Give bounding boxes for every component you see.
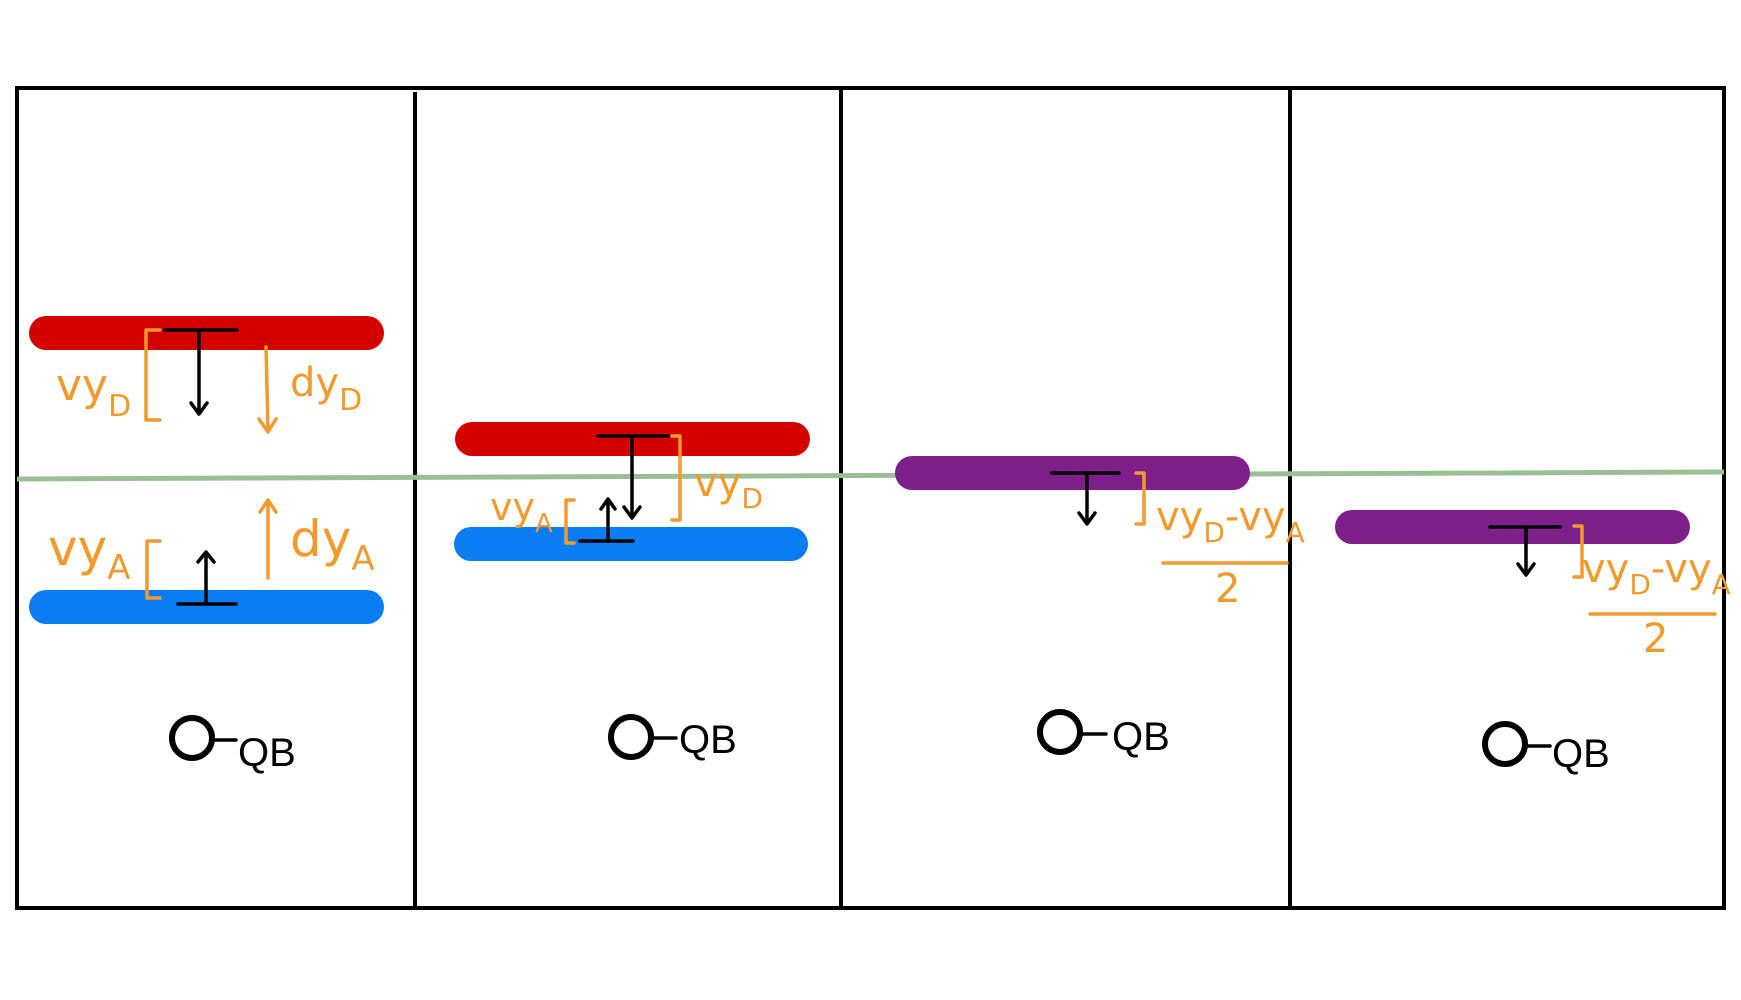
diagram-frame — [15, 86, 1726, 910]
dy-a-arrow — [258, 498, 278, 580]
velocity-arrow — [1488, 525, 1562, 577]
attack-velocity-arrow — [176, 550, 238, 606]
defense-velocity-arrow — [163, 328, 239, 416]
velocity-numerator: vyD-vyA — [1156, 494, 1305, 549]
velocity-bracket — [1572, 524, 1584, 579]
velocity-numerator: vyD-vyA — [1582, 546, 1731, 601]
dy-d-arrow — [257, 345, 278, 434]
velocity-bracket — [1134, 471, 1146, 526]
qb-label: QB — [1552, 732, 1610, 776]
velocity-denominator: 2 — [1215, 566, 1240, 612]
velocity-denominator: 2 — [1643, 616, 1668, 662]
panel-2: vyD vyA QB — [454, 422, 810, 762]
vy-a-bracket — [564, 498, 576, 545]
vy-d-bracket — [670, 434, 682, 522]
panel-1: vyD dyD vyA dyA QB — [29, 316, 384, 775]
vy-a-label: vyA — [48, 519, 130, 588]
vy-a-label: vyA — [490, 485, 553, 539]
line-of-scrimmage — [16, 469, 1725, 482]
vy-d-bracket — [144, 328, 162, 422]
dy-d-label: dyD — [290, 360, 362, 418]
qb-label: QB — [238, 731, 296, 775]
qb-marker — [169, 715, 238, 761]
attack-velocity-arrow — [578, 497, 635, 543]
qb-marker — [1037, 709, 1108, 755]
panel-4: vyD-vyA 2 QB — [1335, 510, 1731, 776]
vy-a-bracket — [145, 539, 162, 600]
velocity-arrow — [1050, 471, 1121, 526]
vy-d-label: vyD — [694, 460, 763, 515]
qb-marker — [608, 714, 678, 760]
qb-label: QB — [679, 718, 737, 762]
dy-a-label: dyA — [290, 510, 375, 579]
qb-label: QB — [1112, 715, 1170, 759]
qb-marker — [1482, 721, 1552, 767]
panel-3: vyD-vyA 2 QB — [895, 456, 1305, 759]
vy-d-label: vyD — [56, 360, 131, 424]
defense-velocity-arrow — [596, 434, 670, 520]
